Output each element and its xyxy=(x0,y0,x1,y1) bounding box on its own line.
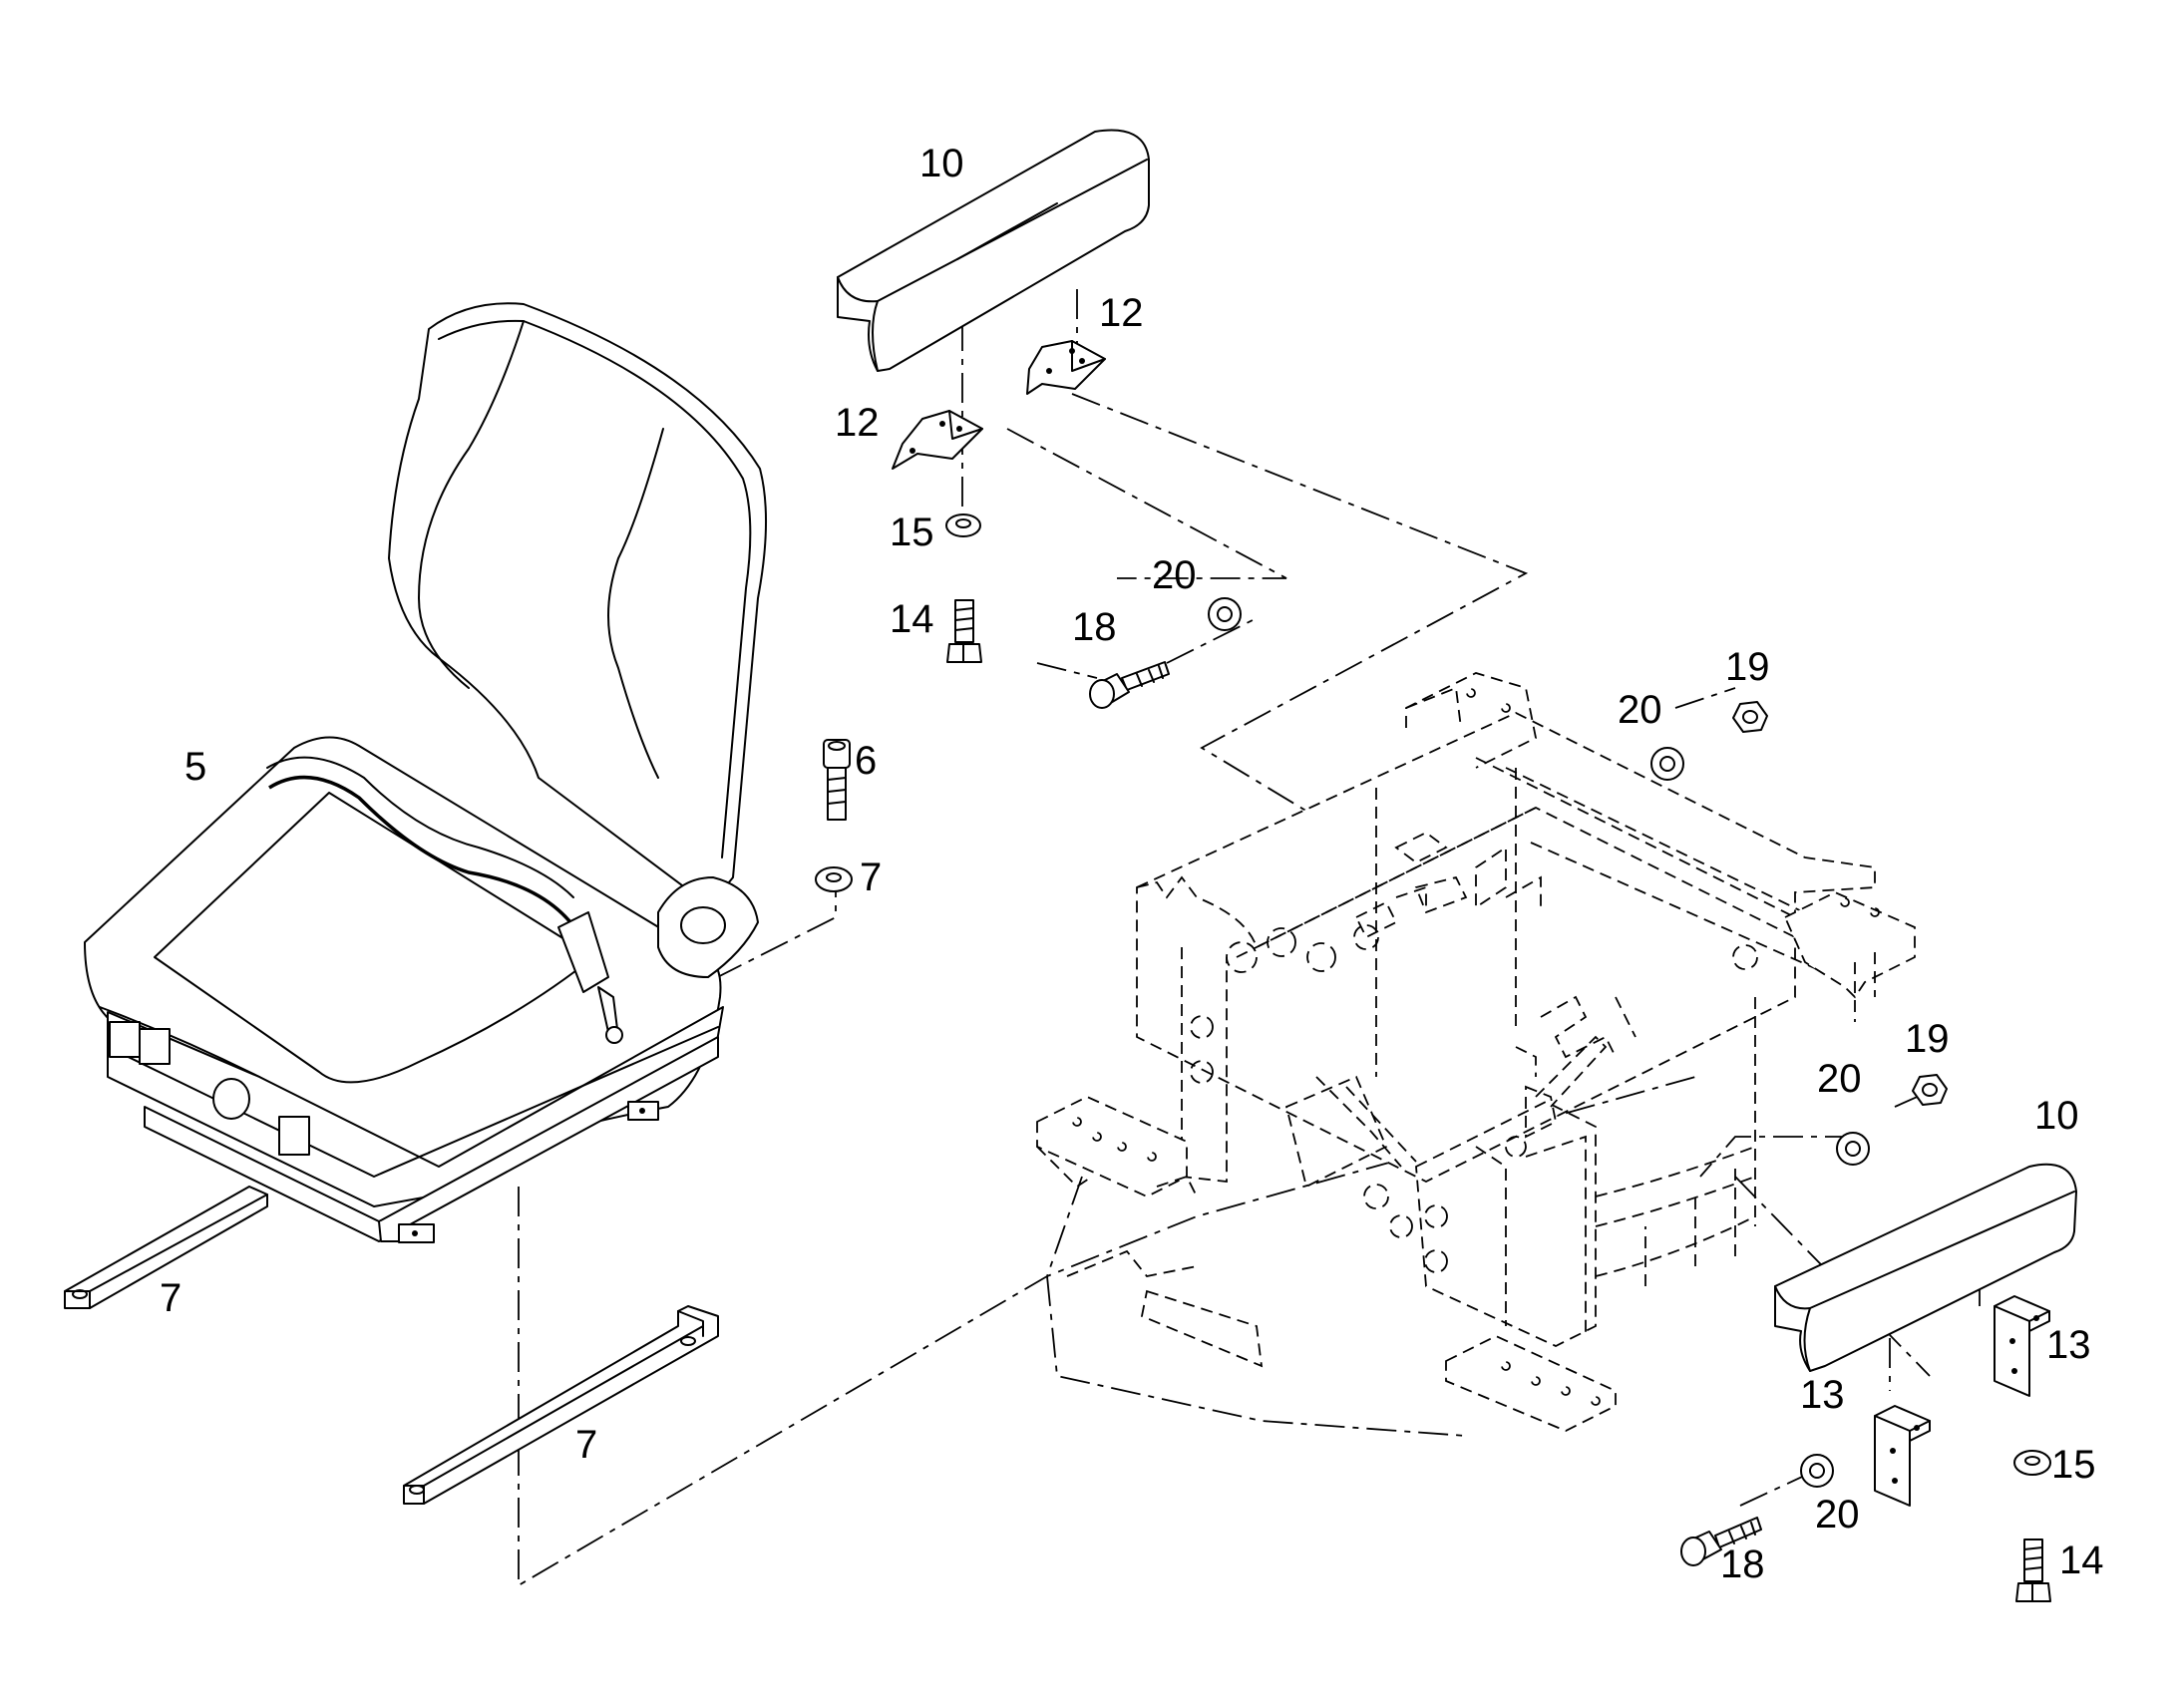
bolt-18-bottom xyxy=(1680,1517,1762,1566)
callout-20-bottom: 20 xyxy=(1815,1493,1860,1537)
callout-15-top: 15 xyxy=(890,511,934,554)
bracket-13-left xyxy=(1874,1405,1931,1507)
callout-12-lower: 12 xyxy=(835,401,880,445)
callout-13-left: 13 xyxy=(1800,1373,1845,1417)
bolt-14-right xyxy=(2015,1538,2051,1602)
callout-5-seat: 5 xyxy=(184,745,206,789)
callout-20-right: 20 xyxy=(1817,1057,1862,1101)
callout-20-top: 20 xyxy=(1152,553,1197,597)
washer-20-mid-right xyxy=(1836,1132,1870,1166)
callout-6-bolt: 6 xyxy=(855,739,877,783)
callout-13-right: 13 xyxy=(2046,1323,2091,1367)
washer-15-top xyxy=(945,513,981,537)
callout-14-top: 14 xyxy=(890,597,934,641)
washer-20-bottom xyxy=(1800,1454,1834,1488)
rail-7-bottom xyxy=(403,1305,719,1505)
seat-assembly xyxy=(84,302,767,1243)
callout-19-top: 19 xyxy=(1725,645,1770,689)
callout-19-mid: 19 xyxy=(1905,1017,1950,1061)
callout-7-rail-bottom: 7 xyxy=(575,1423,597,1467)
armrest-top xyxy=(837,129,1150,372)
callout-7-washer: 7 xyxy=(860,855,882,899)
washer-20-top xyxy=(1208,597,1242,631)
callout-12-upper: 12 xyxy=(1099,291,1144,335)
rail-7-left xyxy=(64,1186,268,1309)
washer-15-right xyxy=(2013,1450,2051,1476)
nut-19-mid xyxy=(1912,1074,1948,1106)
bolt-6 xyxy=(823,739,851,821)
callout-10-right: 10 xyxy=(2034,1094,2079,1138)
callout-18-top: 18 xyxy=(1072,605,1117,649)
callout-7-rail-left: 7 xyxy=(160,1276,182,1320)
bracket-12-upper xyxy=(1026,340,1106,395)
bolt-18-top xyxy=(1089,661,1170,709)
bolt-14-top xyxy=(946,599,982,663)
nut-19-top xyxy=(1732,701,1768,733)
armrest-right xyxy=(1774,1163,2077,1372)
callout-15-right: 15 xyxy=(2051,1443,2096,1487)
bracket-12-lower xyxy=(892,410,983,470)
callout-labels: 10 12 12 15 14 20 18 5 6 7 7 7 19 20 19 … xyxy=(160,142,2104,1586)
bracket-13-right xyxy=(1994,1295,2050,1397)
washer-20-upper-right xyxy=(1650,747,1684,781)
callout-14-right: 14 xyxy=(2059,1538,2104,1582)
mounting-frame xyxy=(1036,672,1916,1432)
callout-18-bottom: 18 xyxy=(1720,1542,1765,1586)
callout-10-top: 10 xyxy=(919,142,964,185)
callout-20-mid: 20 xyxy=(1618,688,1662,732)
washer-7 xyxy=(815,866,853,892)
